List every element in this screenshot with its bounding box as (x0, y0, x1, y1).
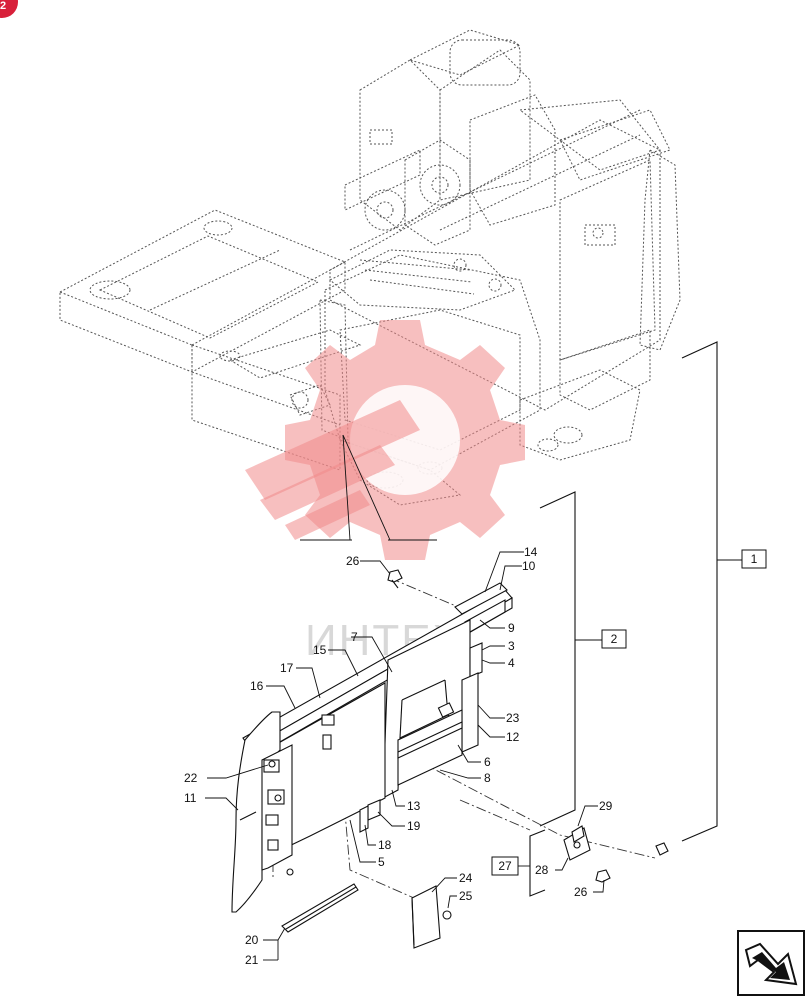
clip-bracket-28 (563, 825, 591, 861)
boxed-references: 1 2 27 (491, 549, 767, 876)
bracket-2 (539, 491, 602, 827)
exploded-assembly (231, 569, 669, 949)
watermark-logo: ИНТЕХ (245, 320, 525, 665)
page-badge-label: 2 (0, 0, 6, 12)
bracket-27 (518, 829, 546, 897)
bracket-1 (681, 341, 742, 842)
seal-strip-20-21 (281, 883, 359, 933)
callout-23: 23 (506, 711, 520, 725)
box-ref-27: 27 (498, 859, 512, 873)
assembly-locator-lines (300, 434, 437, 541)
callout-26-bottom: 26 (574, 885, 588, 899)
page-badge: 2 (0, 0, 18, 18)
callout-9: 9 (508, 621, 515, 635)
callout-25: 25 (459, 889, 473, 903)
bolt-26-bottom (595, 869, 611, 883)
callout-labels: 14 10 9 3 4 23 12 6 8 7 15 17 16 22 11 1… (184, 545, 613, 967)
box-ref-1: 1 (751, 552, 758, 566)
callout-12: 12 (506, 730, 520, 744)
callout-7: 7 (351, 630, 358, 644)
callout-16: 16 (250, 679, 264, 693)
callout-19: 19 (407, 819, 421, 833)
callout-13: 13 (407, 799, 421, 813)
callout-6: 6 (484, 755, 491, 769)
bolt-26-top (387, 569, 403, 589)
callout-14: 14 (524, 545, 538, 559)
callout-20: 20 (245, 933, 259, 947)
box-ref-2: 2 (611, 632, 618, 646)
nut-right (655, 842, 669, 856)
callout-5: 5 (378, 855, 385, 869)
callout-24: 24 (459, 871, 473, 885)
callout-21: 21 (245, 953, 259, 967)
callout-10: 10 (522, 559, 536, 573)
callout-leaders (205, 551, 605, 961)
callout-22: 22 (184, 771, 198, 785)
callout-3: 3 (508, 639, 515, 653)
callout-4: 4 (508, 656, 515, 670)
callout-28: 28 (535, 863, 549, 877)
next-page-arrow-icon[interactable] (737, 930, 805, 996)
callout-29: 29 (599, 799, 613, 813)
callout-26-top: 26 (346, 554, 360, 568)
plate-24 (411, 885, 452, 949)
callout-17: 17 (280, 661, 294, 675)
callout-8: 8 (484, 771, 491, 785)
callout-11: 11 (184, 791, 197, 805)
callout-18: 18 (378, 838, 392, 852)
callout-15: 15 (313, 643, 327, 657)
